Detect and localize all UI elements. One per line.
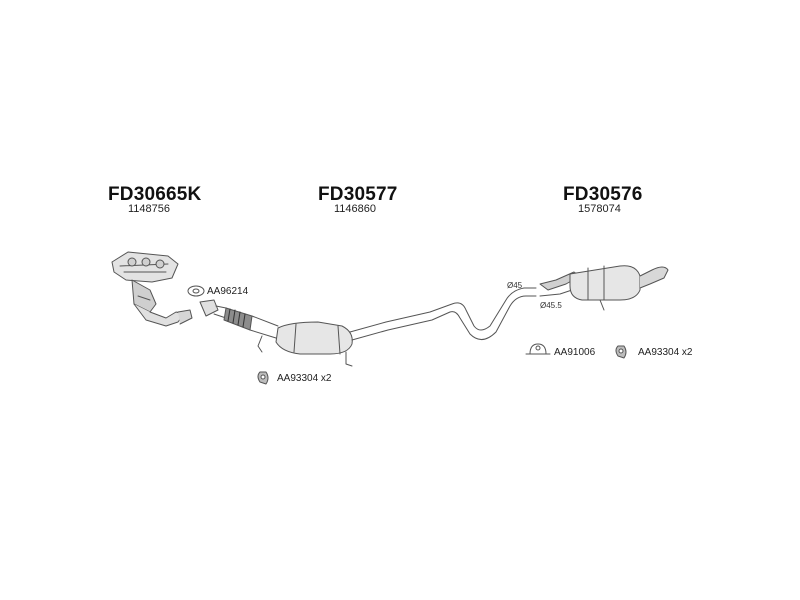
part-number-manifold: 1148756 — [128, 203, 171, 215]
rubber-mount-icon — [257, 371, 269, 385]
accessory-label-rear-mount: AA93304 x2 — [638, 347, 693, 358]
manifold-catalyst-part — [111, 251, 193, 327]
dimension-label-silencer: Ø45.5 — [540, 301, 562, 310]
accessory-label-gasket: AA96214 — [207, 286, 249, 297]
part-code-rear-silencer: FD30576 — [563, 184, 643, 205]
part-number-front-pipe: 1146860 — [334, 203, 377, 215]
gasket-icon — [187, 285, 205, 297]
accessory-label-clamp: AA91006 — [554, 347, 596, 358]
part-code-front-pipe: FD30577 — [318, 184, 398, 205]
clamp-icon — [525, 343, 551, 355]
rubber-mount-icon — [615, 345, 627, 359]
dimension-label-pipe: Ø45 — [507, 281, 523, 290]
part-code-manifold: FD30665K — [108, 184, 202, 205]
front-pipe-part — [199, 287, 537, 367]
accessory-label-front-mount: AA93304 x2 — [277, 373, 332, 384]
rear-silencer-part — [539, 265, 669, 311]
part-number-rear-silencer: 1578074 — [578, 203, 621, 215]
